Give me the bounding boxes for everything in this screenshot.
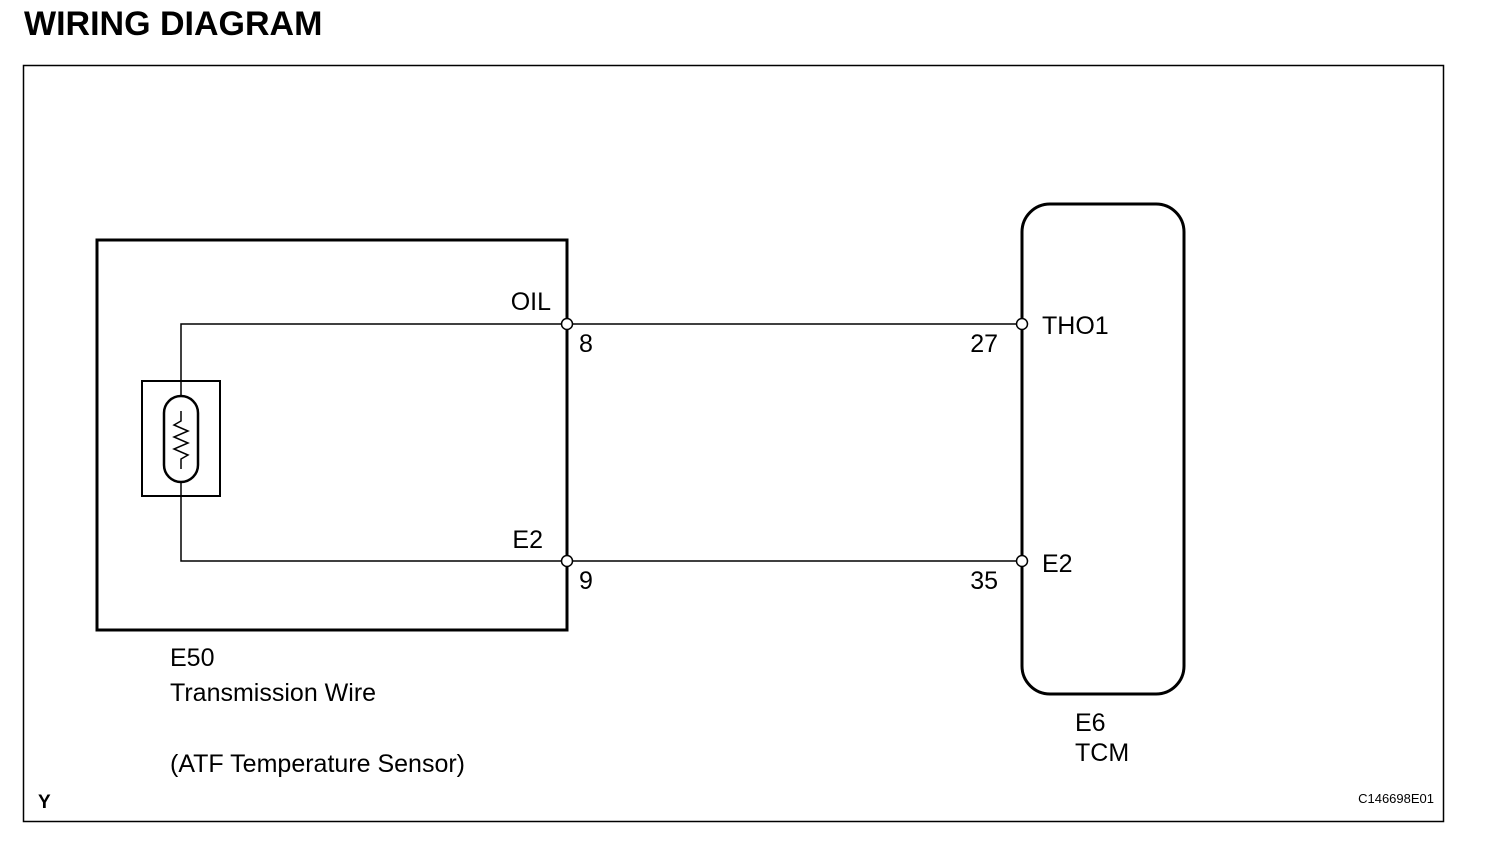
sensor-component-description: (ATF Temperature Sensor): [170, 750, 465, 778]
terminal-e50-8: [560, 317, 574, 331]
sensor-component-name: Transmission Wire: [170, 679, 376, 707]
ecu-signal-e2: E2: [1042, 550, 1073, 578]
terminal-e6-27: [1015, 317, 1029, 331]
sensor-internal-wire-oil: [180, 323, 567, 396]
figure-code: C146698E01: [1358, 791, 1434, 806]
thermistor-body: [162, 394, 200, 484]
sensor-component-box: [95, 238, 569, 632]
resistor-symbol: [172, 411, 190, 469]
corner-mark: Y: [38, 792, 51, 813]
terminal-e6-35: [1015, 554, 1029, 568]
ecu-component-name: TCM: [1075, 739, 1129, 767]
thermistor-housing: [141, 380, 221, 497]
ecu-pin-27: 27: [970, 330, 998, 358]
ecu-pin-35: 35: [970, 567, 998, 595]
terminal-e50-9: [560, 554, 574, 568]
ecu-component-code: E6: [1075, 709, 1106, 737]
sensor-pin-8: 8: [579, 330, 593, 358]
page-title: WIRING DIAGRAM: [24, 5, 323, 43]
sensor-signal-e2: E2: [512, 526, 543, 554]
sensor-pin-9: 9: [579, 567, 593, 595]
diagram-frame: [22, 64, 1445, 823]
sensor-internal-wire-e2: [180, 482, 567, 562]
sensor-component-code: E50: [170, 644, 214, 672]
ecu-signal-tho1: THO1: [1042, 312, 1109, 340]
sensor-signal-oil: OIL: [511, 288, 551, 316]
ecu-component-box: [1020, 202, 1186, 696]
